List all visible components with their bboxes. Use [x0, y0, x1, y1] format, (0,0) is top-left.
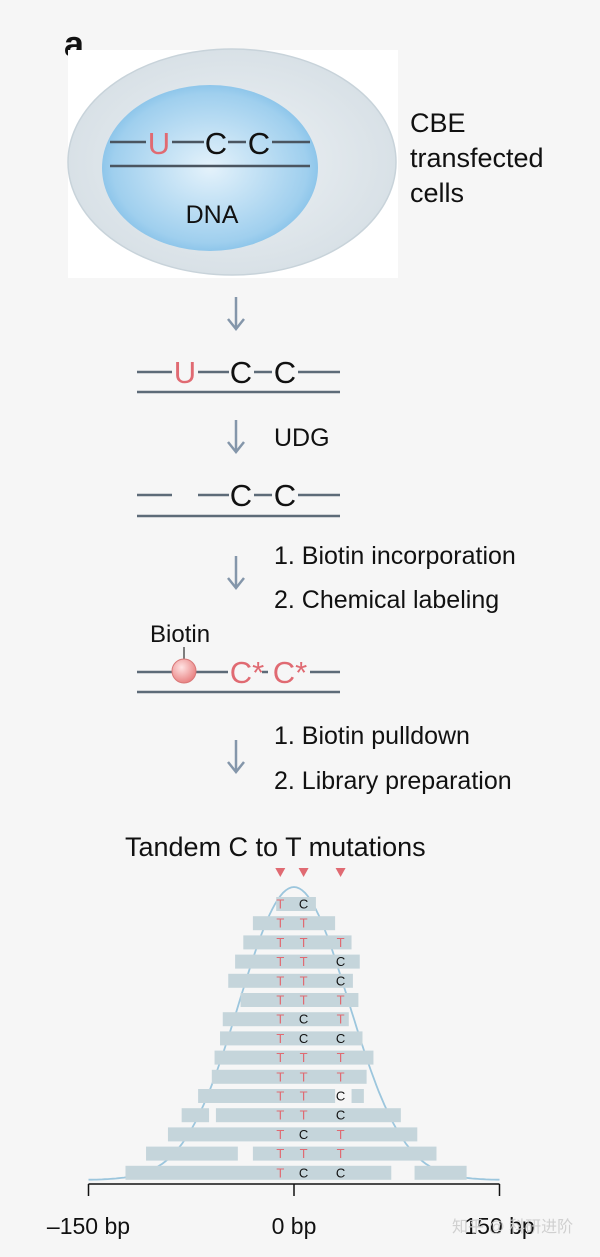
read-base-call: T: [300, 993, 308, 1008]
mutation-site-marker-icon: [298, 868, 309, 877]
cytosine-base: C: [248, 126, 270, 161]
read-base-call: T: [337, 1050, 345, 1065]
cytosine-base: C: [230, 355, 252, 390]
read-base-call: T: [300, 1089, 308, 1104]
biotin-label: Biotin: [150, 621, 211, 648]
read-base-call: C: [299, 897, 308, 912]
down-arrow-icon: [227, 556, 245, 591]
read-base-call: C: [336, 1031, 345, 1046]
sequencing-read: [228, 973, 353, 988]
step-4-line-1: 1. Biotin pulldown: [274, 722, 470, 750]
watermark: 知乎 @ 科研进阶: [452, 1219, 574, 1236]
down-arrow-icon: [227, 420, 245, 455]
step-3-line-1: 1. Biotin incorporation: [274, 542, 516, 570]
biotin-labeled-duplex: C* C*: [137, 647, 340, 694]
read-base-call: T: [276, 1108, 284, 1123]
read-base-call: T: [276, 1031, 284, 1046]
read-base-call: T: [300, 973, 308, 988]
step-4-line-2: 2. Library preparation: [274, 767, 512, 795]
read-base-call: T: [276, 1089, 284, 1104]
read-base-call: C: [299, 1165, 308, 1180]
read-base-call: C: [336, 973, 345, 988]
read-base-call: T: [300, 1108, 308, 1123]
sequencing-read: [276, 897, 316, 911]
sequencing-read: [235, 954, 360, 969]
mutation-site-marker-icon: [275, 868, 286, 877]
sequencing-read: [181, 1108, 210, 1123]
down-arrow-icon: [227, 297, 245, 332]
read-base-call: T: [337, 1069, 345, 1084]
labeled-cytosine: C*: [230, 655, 264, 690]
read-base-call: C: [299, 1031, 308, 1046]
read-base-call: C: [336, 954, 345, 969]
nucleus: [102, 85, 318, 251]
uracil-base: U: [148, 126, 170, 161]
reads-panel-title: Tandem C to T mutations: [125, 832, 426, 862]
read-base-call: T: [276, 954, 284, 969]
mutation-site-marker-icon: [335, 868, 346, 877]
edited-dna-duplex: U C C: [137, 355, 340, 394]
read-base-call: C: [299, 1127, 308, 1142]
sequencing-read: [252, 916, 336, 931]
nucleus-label: DNA: [186, 201, 239, 229]
cytosine-base: C: [274, 478, 296, 513]
read-base-call: T: [276, 1012, 284, 1027]
sequencing-read: [414, 1165, 467, 1180]
sequencing-read: [167, 1127, 418, 1142]
read-base-call: T: [300, 935, 308, 950]
uracil-base: U: [174, 355, 196, 390]
axis-tick-label: 150 bp: [464, 1213, 535, 1239]
read-base-call: T: [276, 973, 284, 988]
sequencing-read: [243, 935, 352, 950]
sequencing-read: [222, 1012, 349, 1027]
sequencing-read: [211, 1069, 367, 1084]
read-base-call: T: [337, 993, 345, 1008]
workflow-diagram: U C C DNA U C C C C: [67, 48, 398, 775]
read-base-call: T: [276, 935, 284, 950]
sequencing-read: [220, 1031, 363, 1046]
axis-tick-label: –150 bp: [46, 1213, 131, 1239]
read-base-call: T: [300, 954, 308, 969]
read-base-call: T: [276, 1165, 284, 1180]
sequencing-read: [351, 1089, 364, 1103]
read-base-call: C: [336, 1108, 345, 1123]
read-base-call: T: [300, 1146, 308, 1161]
abasic-dna-duplex: C C: [137, 478, 340, 518]
sequencing-read: [125, 1165, 392, 1180]
read-base-call: T: [276, 1146, 284, 1161]
read-base-call: T: [276, 993, 284, 1008]
read-base-call: C: [336, 1089, 345, 1104]
read-base-call: T: [276, 1069, 284, 1084]
sequencing-read: [198, 1089, 336, 1103]
cytosine-base: C: [274, 355, 296, 390]
axis-tick-label: 0 bp: [271, 1213, 317, 1239]
read-base-call: T: [337, 1012, 345, 1027]
down-arrow-icon: [227, 740, 245, 775]
sequencing-read: [252, 1146, 437, 1161]
read-base-call: T: [276, 897, 284, 912]
read-base-call: T: [300, 1069, 308, 1084]
read-base-call: T: [300, 916, 308, 931]
read-base-call: C: [299, 1012, 308, 1027]
step-udg-label: UDG: [274, 424, 330, 452]
read-base-call: T: [337, 935, 345, 950]
sequencing-read: [215, 1108, 401, 1123]
cell-type-label: CBE transfected cells: [410, 108, 544, 208]
sequencing-read: [214, 1050, 374, 1065]
labeled-cytosine: C*: [273, 655, 307, 690]
read-base-call: T: [276, 1127, 284, 1142]
cytosine-base: C: [230, 478, 252, 513]
step-3-line-2: 2. Chemical labeling: [274, 586, 500, 614]
sequencing-read: [240, 993, 359, 1007]
read-base-call: C: [336, 1165, 345, 1180]
read-base-call: T: [337, 1146, 345, 1161]
read-base-call: T: [276, 916, 284, 931]
biotin-bead-icon: [171, 658, 197, 684]
cytosine-base: C: [205, 126, 227, 161]
read-base-call: T: [276, 1050, 284, 1065]
sequencing-read: [146, 1146, 238, 1161]
read-base-call: T: [337, 1127, 345, 1142]
read-base-call: T: [300, 1050, 308, 1065]
